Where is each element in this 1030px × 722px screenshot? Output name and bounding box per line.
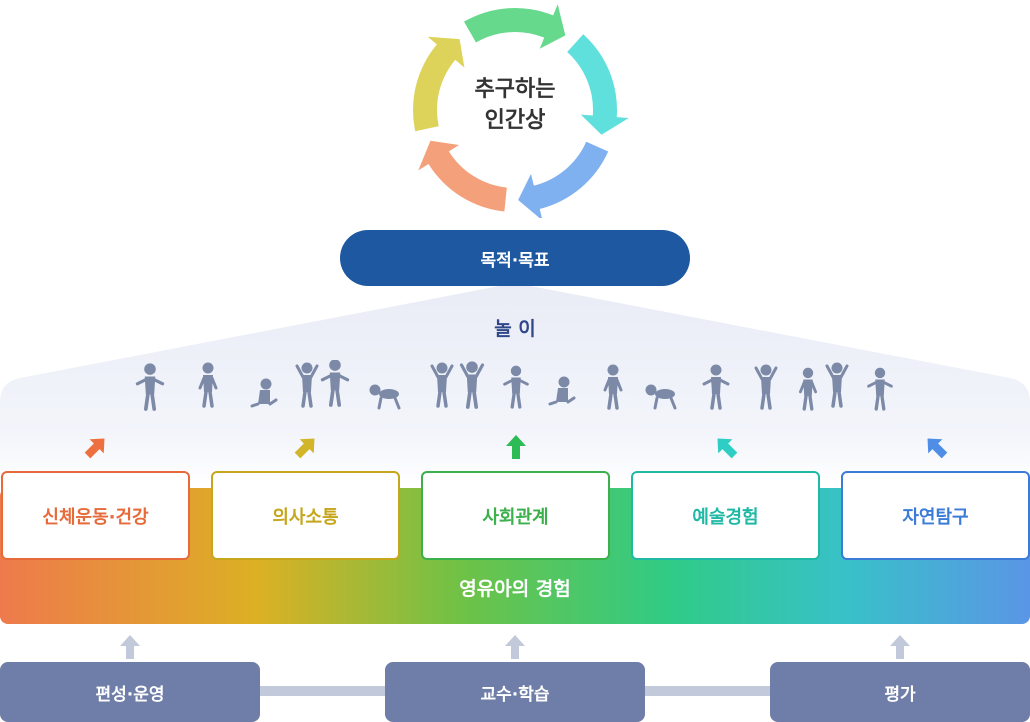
crawling-child-figure [369,384,401,410]
arrow-up-left-icon [717,438,738,459]
child-figure [754,364,778,410]
sitting-child-figure [250,378,278,408]
crawling-child-figure [645,384,677,410]
child-figure [798,367,818,411]
play-label: 놀 이 [494,318,536,340]
area-physical-health: 신체운동·건강 [1,471,190,560]
area-nature-exploration: 자연탐구 [841,471,1030,560]
box-teaching-learning: 교수·학습 [385,662,645,722]
area-communication: 의사소통 [211,471,400,560]
arrow-up-icon [890,635,910,659]
cycle-title: 추구하는 인간상 [405,74,625,136]
child-figure [603,364,623,410]
child-figure [430,362,454,408]
child-figure [295,362,319,408]
box-organization-operation: 편성·운영 [0,662,260,722]
experience-label: 영유아의 경험 [459,578,571,600]
cycle-arrow [412,36,465,132]
arrow-up-right-icon [294,438,315,459]
area-social-relations: 사회관계 [421,471,610,560]
child-figure [867,367,893,411]
arrow-up-left-icon [927,438,948,459]
box-evaluation: 평가 [770,662,1030,722]
child-figure [459,361,485,409]
child-figure [135,363,165,411]
child-figure [503,365,529,409]
connector-line [643,686,773,696]
bottom-connectors [258,686,773,696]
children-playing-figures [135,360,893,411]
arrow-up-icon [505,635,525,659]
goal-pill: 목적·목표 [340,230,690,286]
arrow-up-icon [120,635,140,659]
cycle-arrow [518,141,609,218]
connector-line [258,686,388,696]
child-figure [198,362,218,408]
cycle-arrow [418,140,507,212]
area-art-experience: 예술경험 [631,471,820,560]
child-figure [702,364,730,410]
child-figure [825,362,849,408]
child-figure [320,360,350,407]
cycle-arrow [464,4,566,49]
sitting-child-figure [548,376,576,406]
cycle-diagram [412,4,629,218]
cycle-arrow [567,34,629,135]
arrow-up-right-icon [84,438,105,459]
cycle-title-line1: 추구하는 [474,77,556,102]
cycle-title-line2: 인간상 [484,108,546,133]
arrow-up-icon [506,435,526,459]
